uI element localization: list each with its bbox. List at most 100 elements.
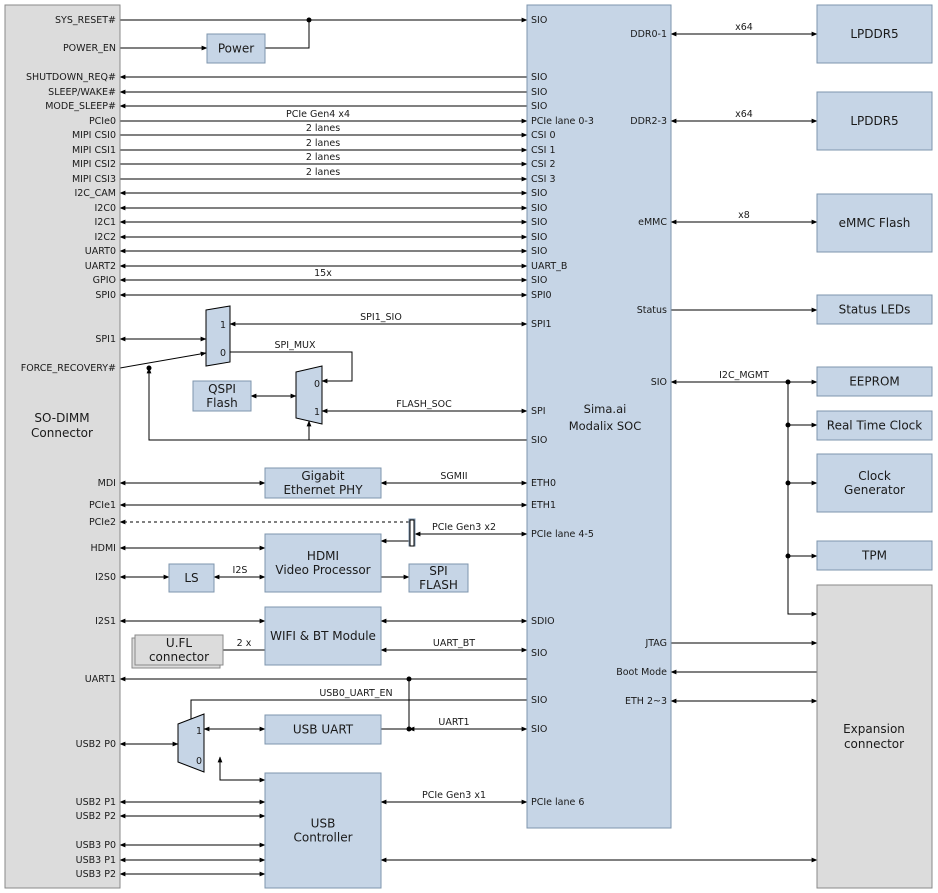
bus-label-uart-bt: UART_BT [433, 638, 475, 649]
soc-port-label: ETH0 [531, 478, 556, 489]
soc-port-label: SPI1 [531, 319, 552, 330]
hdmi-processor-block [264, 533, 382, 593]
junction-dot [785, 379, 791, 385]
power-en-branch [265, 20, 310, 49]
junction-dot [406, 676, 412, 682]
left-signal-label: PCIe2 [89, 517, 116, 528]
ethernet-phy-block [264, 467, 382, 499]
bus-label-ddr23: x64 [735, 109, 753, 120]
force-recovery-to-mux-wire [119, 351, 207, 369]
left-signal-label: PCIe0 [89, 116, 116, 127]
left-signal-label: MIPI CSI1 [72, 145, 116, 156]
mux-input-0: 0 [314, 379, 320, 390]
left-signal-label: USB3 P0 [76, 840, 116, 851]
flash-mux [295, 365, 323, 425]
soc-port-label: SIO [531, 72, 547, 83]
usb-controller-block: USB [311, 817, 336, 831]
bus-label-pcie-gen3-x2: PCIe Gen3 x2 [432, 522, 496, 533]
soc-port-label: SIO [531, 15, 547, 26]
left-signal-label: USB2 P2 [76, 811, 116, 822]
bus-label-i2s: I2S [233, 565, 248, 576]
left-signal-label: I2C1 [94, 217, 116, 228]
tpm-block: TPM [861, 549, 887, 563]
soc-port-label: SIO [531, 275, 547, 286]
soc-port-label: SIO [531, 246, 547, 257]
pcie-switch [409, 519, 415, 547]
usb-controller-block [264, 772, 382, 889]
junction-dot [146, 365, 152, 371]
bus-label-csi: 2 lanes [306, 167, 340, 178]
qspi-flash-block: QSPI [208, 382, 236, 396]
expansion-connector [816, 584, 933, 889]
left-signal-label: MDI [98, 478, 116, 489]
junction-dot [406, 726, 412, 732]
soc-port-label: PCIe lane 4-5 [531, 529, 594, 540]
left-signal-label: SHUTDOWN_REQ# [26, 72, 116, 83]
mux-input-1: 1 [314, 407, 320, 418]
usb-uart-block [264, 714, 382, 745]
hdmi-processor-block: Video Processor [275, 563, 370, 577]
bus-label-usb0-uart-en: USB0_UART_EN [319, 688, 392, 699]
eeprom-block [816, 366, 933, 397]
left-signal-label: FORCE_RECOVERY# [21, 363, 116, 374]
power-block: Power [218, 42, 254, 56]
soc-port-label: Boot Mode [616, 667, 667, 678]
bus-label-ufl: 2 x [237, 638, 252, 649]
left-signal-label: I2S0 [95, 572, 116, 583]
soc-port-label: SIO [531, 203, 547, 214]
left-signal-label: I2C2 [94, 232, 116, 243]
expansion-label: connector [844, 737, 904, 751]
spi-flash-block: FLASH [419, 578, 458, 592]
soc-port-label: UART_B [531, 261, 567, 272]
soc-port-label: CSI 2 [531, 159, 556, 170]
soc-port-label: SIO [531, 101, 547, 112]
left-signal-label: USB3 P2 [76, 869, 116, 880]
left-signal-label: MIPI CSI2 [72, 159, 116, 170]
soc-port-label: SIO [531, 648, 547, 659]
status-leds-block: Status LEDs [839, 303, 911, 317]
force-recovery-soc-wire [146, 367, 527, 441]
status-leds-block [816, 294, 933, 325]
soc-port-label: Status [637, 305, 667, 316]
emmc-flash-block [816, 193, 933, 253]
left-signal-label: UART2 [85, 261, 116, 272]
power-block [206, 33, 266, 64]
sodimm-label: SO-DIMM [34, 411, 89, 425]
lpddr5-a-block [816, 4, 933, 64]
bus-label-ddr01: x64 [735, 22, 753, 33]
soc-port-label: SIO [531, 724, 547, 735]
soc-port-label: SIO [531, 188, 547, 199]
bus-label-csi: 2 lanes [306, 152, 340, 163]
wifi-bt-block: WIFI & BT Module [270, 629, 376, 643]
left-signal-label: USB3 P1 [76, 855, 116, 866]
lpddr5-b-block: LPDDR5 [850, 114, 898, 128]
bus-label-gpio: 15x [314, 268, 332, 279]
ufl-connector-block: connector [149, 650, 209, 664]
left-signal-label: SPI0 [95, 290, 116, 301]
left-signal-label: HDMI [91, 543, 116, 554]
left-signal-label: SLEEP/WAKE# [48, 87, 116, 98]
mux-input-0: 0 [220, 348, 226, 359]
junction-dot [785, 553, 791, 559]
spi-mux-wire [230, 351, 353, 384]
bus-label-pcie-gen3-x1: PCIe Gen3 x1 [422, 790, 486, 801]
soc-port-label: SIO [531, 87, 547, 98]
left-signal-label: MIPI CSI0 [72, 130, 116, 141]
bus-label-emmc: x8 [738, 210, 750, 221]
soc-port-label: SIO [651, 377, 667, 388]
soc-port-label: SIO [531, 232, 547, 243]
soc-port-label: ETH1 [531, 500, 556, 511]
sodimm-label: Connector [31, 426, 93, 440]
usb-mux [177, 713, 205, 773]
spi-flash-block: SPI [429, 564, 447, 578]
bus-label-spi1-sio: SPI1_SIO [360, 312, 402, 323]
junction-dot [785, 422, 791, 428]
left-signal-label: UART1 [85, 674, 116, 685]
bus-label-sgmii: SGMII [440, 471, 467, 482]
ls-block: LS [184, 571, 198, 585]
rtc-block [816, 410, 933, 441]
tpm-block [816, 540, 933, 571]
left-signal-label: MIPI CSI3 [72, 174, 116, 185]
wifi-bt-block [264, 606, 382, 666]
